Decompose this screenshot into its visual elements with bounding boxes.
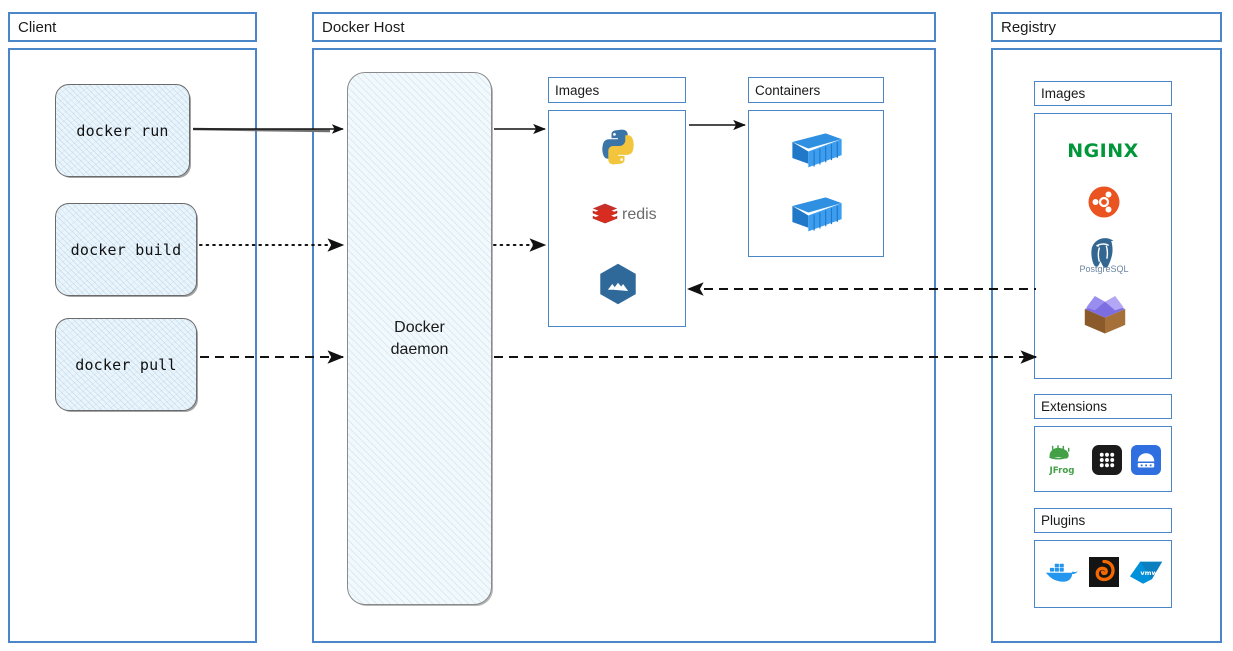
sub-title-registry-images: Images [1041,86,1086,101]
sub-header-registry-images: Images [1034,81,1172,106]
sub-title-host-images: Images [555,82,600,98]
command-box-docker-pull[interactable]: docker pull [55,318,197,411]
sub-title-registry-extensions: Extensions [1041,399,1108,414]
grid-app-icon [1091,444,1123,476]
docker-daemon-box: Docker daemon [347,72,492,605]
nginx-logo: NGINX [1057,138,1149,164]
panel-header-docker-host: Docker Host [312,12,936,42]
package-box-icon [1078,290,1132,338]
daemon-label-line1: Docker [394,318,445,336]
panel-title-docker-host: Docker Host [322,18,405,36]
container-icon-1 [788,128,846,172]
container-icon-2 [788,192,846,236]
command-label: docker pull [75,355,177,374]
postgresql-label: PostgreSQL [1079,264,1129,274]
vmware-logo: vmw [1126,556,1166,588]
daemon-label-line2: daemon [390,340,449,358]
sub-header-host-images: Images [548,77,686,103]
docker-whale-logo [1042,556,1080,588]
sub-title-host-containers: Containers [755,82,821,98]
grafana-logo [1088,556,1120,588]
sub-header-registry-plugins: Plugins [1034,508,1172,533]
command-box-docker-build[interactable]: docker build [55,203,197,296]
jfrog-logo: JFrog [1045,444,1079,476]
svg-text:JFrog: JFrog [1049,466,1075,476]
panel-header-client: Client [8,12,257,42]
sub-header-registry-extensions: Extensions [1034,394,1172,419]
sub-title-registry-plugins: Plugins [1041,513,1086,528]
nginx-label: NGINX [1067,140,1139,162]
panel-header-registry: Registry [991,12,1222,42]
sub-body-host-containers [748,110,884,257]
redis-wordmark: redis [622,204,666,226]
postgresql-wordmark: PostgreSQL [1073,262,1135,276]
panel-title-registry: Registry [1001,18,1057,36]
python-logo [597,126,639,168]
sub-header-host-containers: Containers [748,77,884,103]
panel-title-client: Client [18,18,57,36]
command-label: docker run [76,121,169,140]
alpine-logo [598,263,638,305]
redis-label: redis [622,206,657,223]
scanner-app-icon [1130,444,1162,476]
command-box-docker-run[interactable]: docker run [55,84,190,177]
svg-text:vmw: vmw [1140,569,1157,577]
ubuntu-logo [1087,185,1121,219]
postgresql-logo [1083,236,1125,272]
redis-logo [590,201,620,229]
command-label: docker build [70,240,182,259]
